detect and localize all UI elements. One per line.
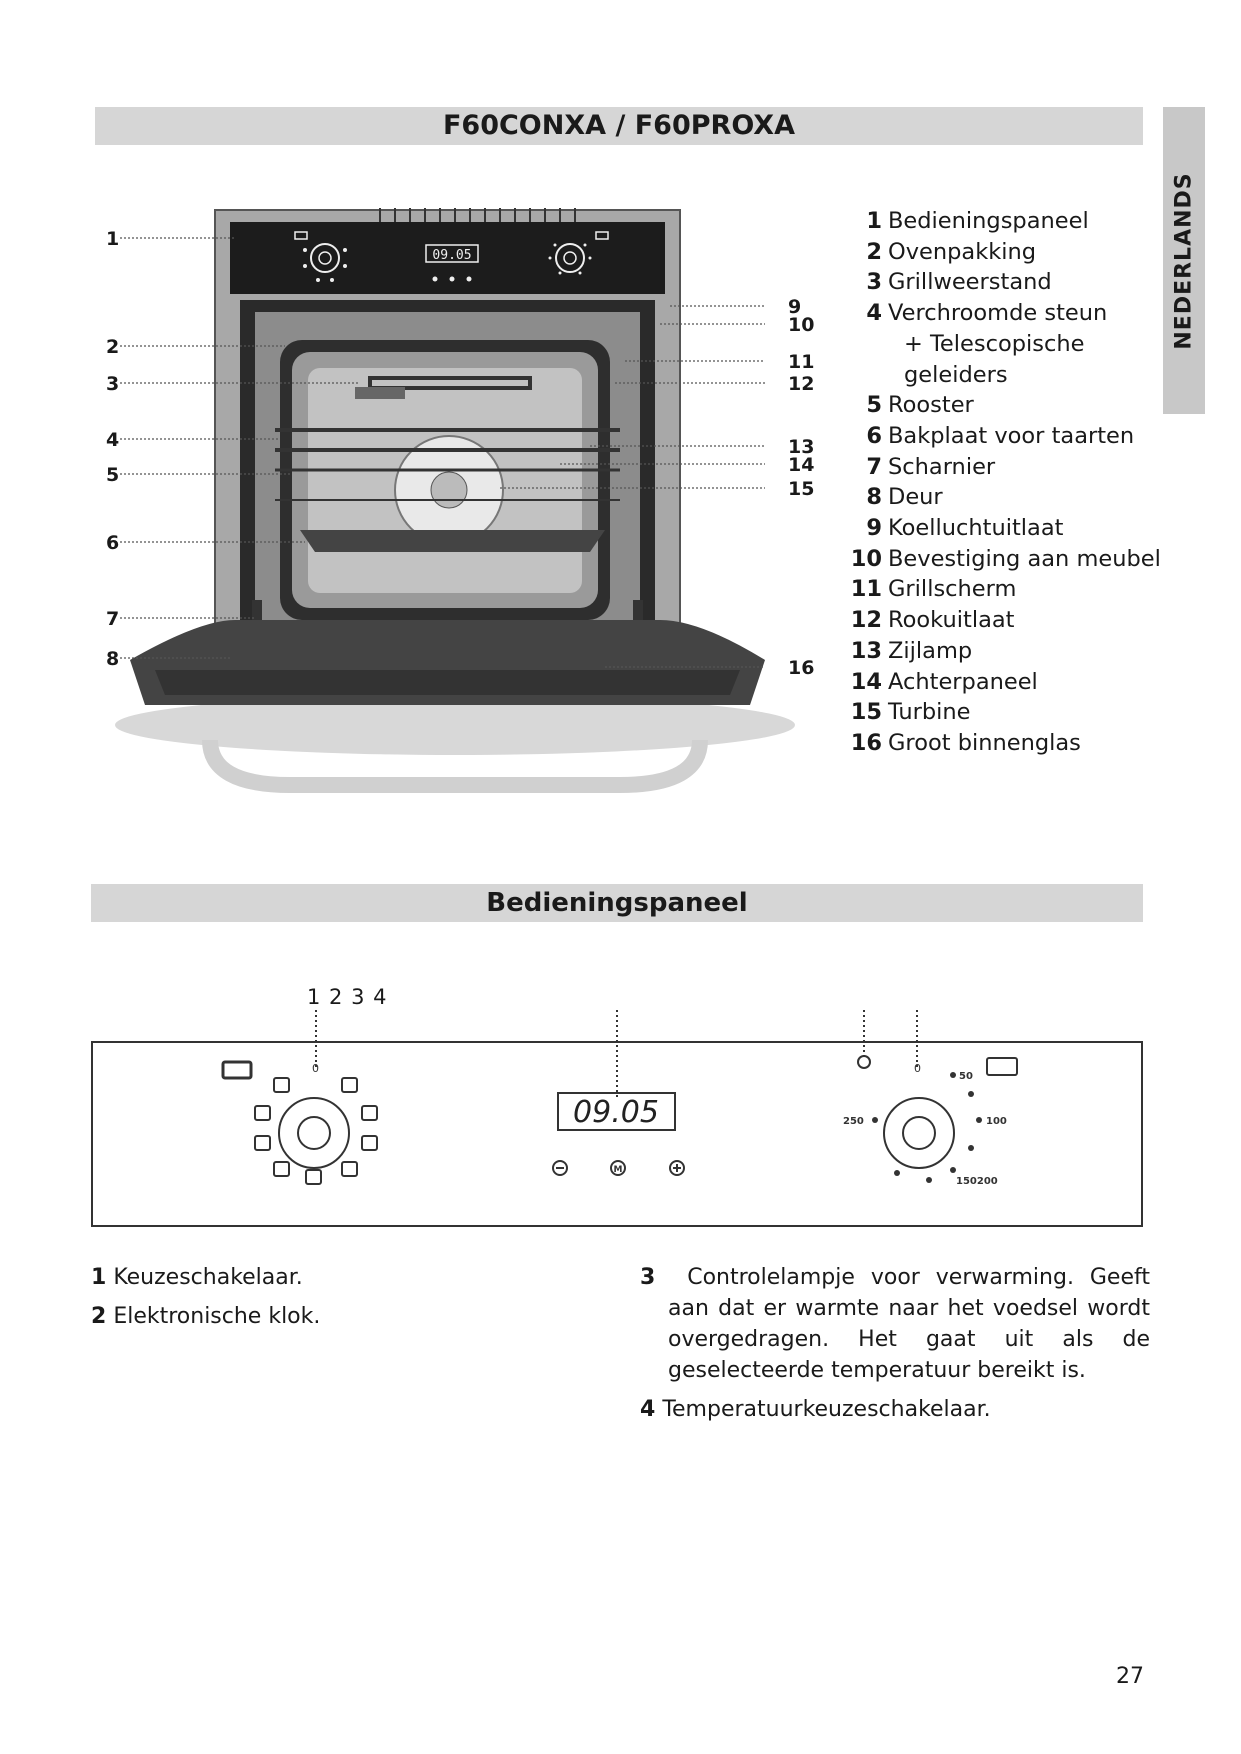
oven-illustration: 09.05 <box>60 200 840 800</box>
temp-250: 250 <box>843 1116 864 1127</box>
temp-100: 100 <box>986 1116 1007 1127</box>
callout-1: 1 <box>106 228 119 250</box>
legend-item-continuation: geleiders <box>840 360 1161 391</box>
callout-12: 12 <box>788 373 814 395</box>
language-tab: NEDERLANDS <box>1163 107 1205 414</box>
language-tab-label: NEDERLANDS <box>1172 172 1197 349</box>
description-left: 1 Keuzeschakelaar. 2 Elektronische klok. <box>91 1262 320 1340</box>
callout-7: 7 <box>106 608 119 630</box>
callout-5: 5 <box>106 464 119 486</box>
svg-text:0: 0 <box>312 1062 319 1075</box>
description-right: 3 Controlelampje voor verwarming. Geeft … <box>640 1262 1150 1433</box>
callout-16: 16 <box>788 657 814 679</box>
selector-knob <box>223 1062 377 1184</box>
callout-3: 3 <box>106 373 119 395</box>
callout-15: 15 <box>788 478 814 500</box>
oven-display: 09.05 <box>432 248 471 263</box>
description-item: 1 Keuzeschakelaar. <box>91 1262 320 1293</box>
callout-11: 11 <box>788 351 814 373</box>
temp-zero: 0 <box>914 1062 921 1075</box>
svg-text:M: M <box>614 1165 623 1175</box>
description-item: 2 Elektronische klok. <box>91 1301 320 1332</box>
description-item: 4 Temperatuurkeuzeschakelaar. <box>640 1394 1150 1425</box>
control-panel-diagram: 0 09.05 M 0 50 100 150200 250 <box>91 990 1143 1230</box>
callout-2: 2 <box>106 336 119 358</box>
panel-display: 09.05 <box>573 1095 659 1130</box>
temp-50: 50 <box>959 1071 973 1082</box>
page-title: F60CONXA / F60PROXA <box>95 107 1143 145</box>
legend-item-continuation: + Telescopische <box>840 329 1161 360</box>
page-number: 27 <box>1116 1664 1144 1689</box>
section-title: Bedieningspaneel <box>91 884 1143 922</box>
callout-4: 4 <box>106 429 119 451</box>
callout-6: 6 <box>106 532 119 554</box>
description-item: 3 Controlelampje voor verwarming. Geeft … <box>640 1262 1150 1386</box>
callout-10: 10 <box>788 314 814 336</box>
callout-14: 14 <box>788 454 814 476</box>
temp-150200: 150200 <box>956 1176 998 1187</box>
callout-8: 8 <box>106 648 119 670</box>
